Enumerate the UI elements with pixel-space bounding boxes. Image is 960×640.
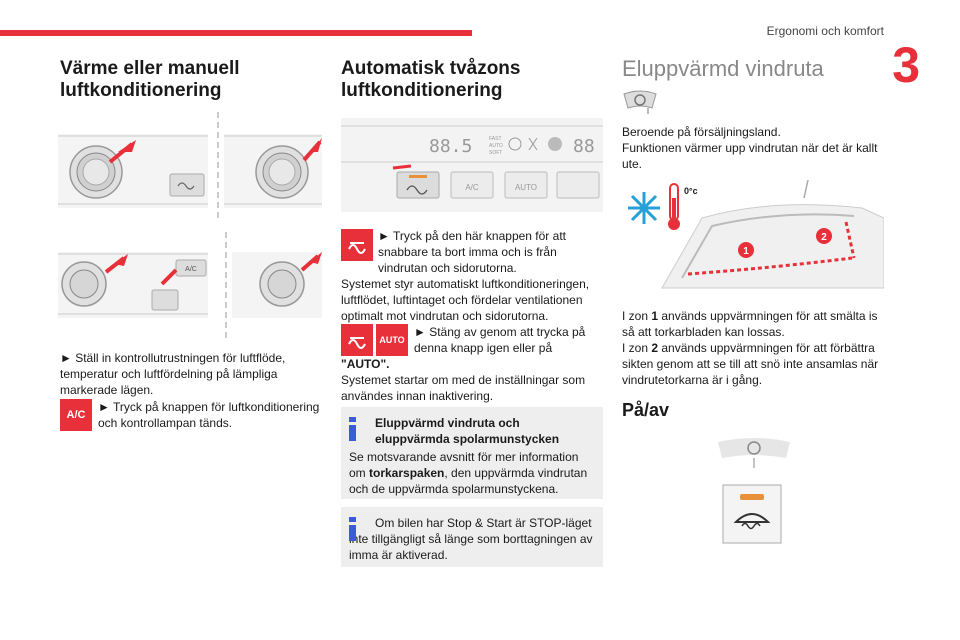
zone-1-marker xyxy=(738,242,754,258)
red-header-bar xyxy=(0,30,472,36)
col1-ac-instruction: ► Tryck på knappen för luftkonditionerin… xyxy=(98,400,320,430)
column-manual-ac: Värme eller manuell luftkonditionering xyxy=(60,58,322,102)
heading-heated-windscreen: Eluppvärmd vindruta xyxy=(622,56,824,81)
col1-body-text: ► Ställ in kontrollutrustningen för luft… xyxy=(60,351,286,397)
col3-function-text: Funktionen värmer upp vindrutan när det … xyxy=(622,141,878,171)
zone-2-marker xyxy=(816,228,832,244)
panel-temp-display-right: 88 xyxy=(573,136,595,157)
defrost-button-icon xyxy=(341,229,373,261)
panel-auto-button-label: AUTO xyxy=(515,183,537,192)
zone-2-label: 2 xyxy=(821,232,827,243)
windscreen-switch-icon xyxy=(718,438,790,468)
panel-fast-label: FAST xyxy=(489,136,502,142)
auto-ac-panel-figure: 88.5 FAST AUTO SOFT 88 A/C AUTO xyxy=(341,118,603,212)
temp-label: 0°c xyxy=(684,186,698,196)
heated-windscreen-button[interactable] xyxy=(722,484,782,544)
thermometer-icon xyxy=(668,183,680,230)
heading-on-off: På/av xyxy=(622,400,670,420)
panel-ac-label: A/C xyxy=(185,266,197,273)
defrost-button-icon-2 xyxy=(341,324,373,356)
ac-button-icon: A/C xyxy=(60,399,92,431)
col2-restart-text: Systemet startar om med de inställningar… xyxy=(341,373,586,403)
col2-auto-quote: "AUTO". xyxy=(341,357,390,371)
knob-panel-top-right xyxy=(224,134,322,208)
info-icon xyxy=(349,417,356,441)
zone-1-label: 1 xyxy=(743,246,749,257)
note1-title: Eluppvärmd vindruta och eluppvärmda spol… xyxy=(375,416,560,446)
knob-panel-bottom-left: A/C xyxy=(58,252,208,318)
note1-body: Se motsvarande avsnitt för mer informati… xyxy=(349,450,588,496)
knob-panel-bottom-right xyxy=(232,252,322,318)
section-title: Ergonomi och komfort xyxy=(766,24,884,38)
auto-button-icon: AUTO xyxy=(376,324,408,356)
info-icon xyxy=(349,517,356,541)
panel-soft-label: SOFT xyxy=(489,150,502,156)
heated-windscreen-icon xyxy=(623,90,657,114)
col3-country-text: Beroende på försäljningsland. xyxy=(622,125,781,139)
knob-panel-top-left xyxy=(58,134,208,208)
note2-body: Om bilen har Stop & Start är STOP-läget … xyxy=(349,516,593,562)
col2-deactivate-text: ► Stäng av genom att trycka på denna kna… xyxy=(414,325,586,355)
info-note-heated-windscreen: Eluppvärmd vindruta och eluppvärmda spol… xyxy=(341,407,603,499)
windscreen-zones-figure: 0°c 1 2 xyxy=(628,179,884,289)
info-note-stop-start: Om bilen har Stop & Start är STOP-läget … xyxy=(341,507,603,567)
heading-manual-ac: Värme eller manuell luftkonditionering xyxy=(60,58,240,101)
panel-auto-small-label: AUTO xyxy=(489,143,503,149)
col3-zone1-text: I zon 1 används uppvärmningen för att sm… xyxy=(622,309,878,339)
panel-ac-button-label: A/C xyxy=(465,183,479,192)
col2-defrost-text: ► Tryck på den här knappen för att snabb… xyxy=(378,229,566,275)
manual-ac-controls-figure: A/C xyxy=(58,112,322,340)
col2-system-text: Systemet styr automatiskt luftkonditione… xyxy=(341,277,590,323)
panel-temp-display: 88.5 xyxy=(429,136,472,157)
column-heated-windscreen: Eluppvärmd vindruta xyxy=(622,58,884,80)
snowflake-icon xyxy=(628,192,660,224)
chapter-number: 3 xyxy=(892,37,920,93)
heading-auto-ac: Automatisk tvåzons luftkonditionering xyxy=(341,58,521,101)
col3-zone2-text: I zon 2 används uppvärmningen för att fö… xyxy=(622,341,879,387)
column-auto-ac: Automatisk tvåzons luftkonditionering xyxy=(341,58,603,102)
